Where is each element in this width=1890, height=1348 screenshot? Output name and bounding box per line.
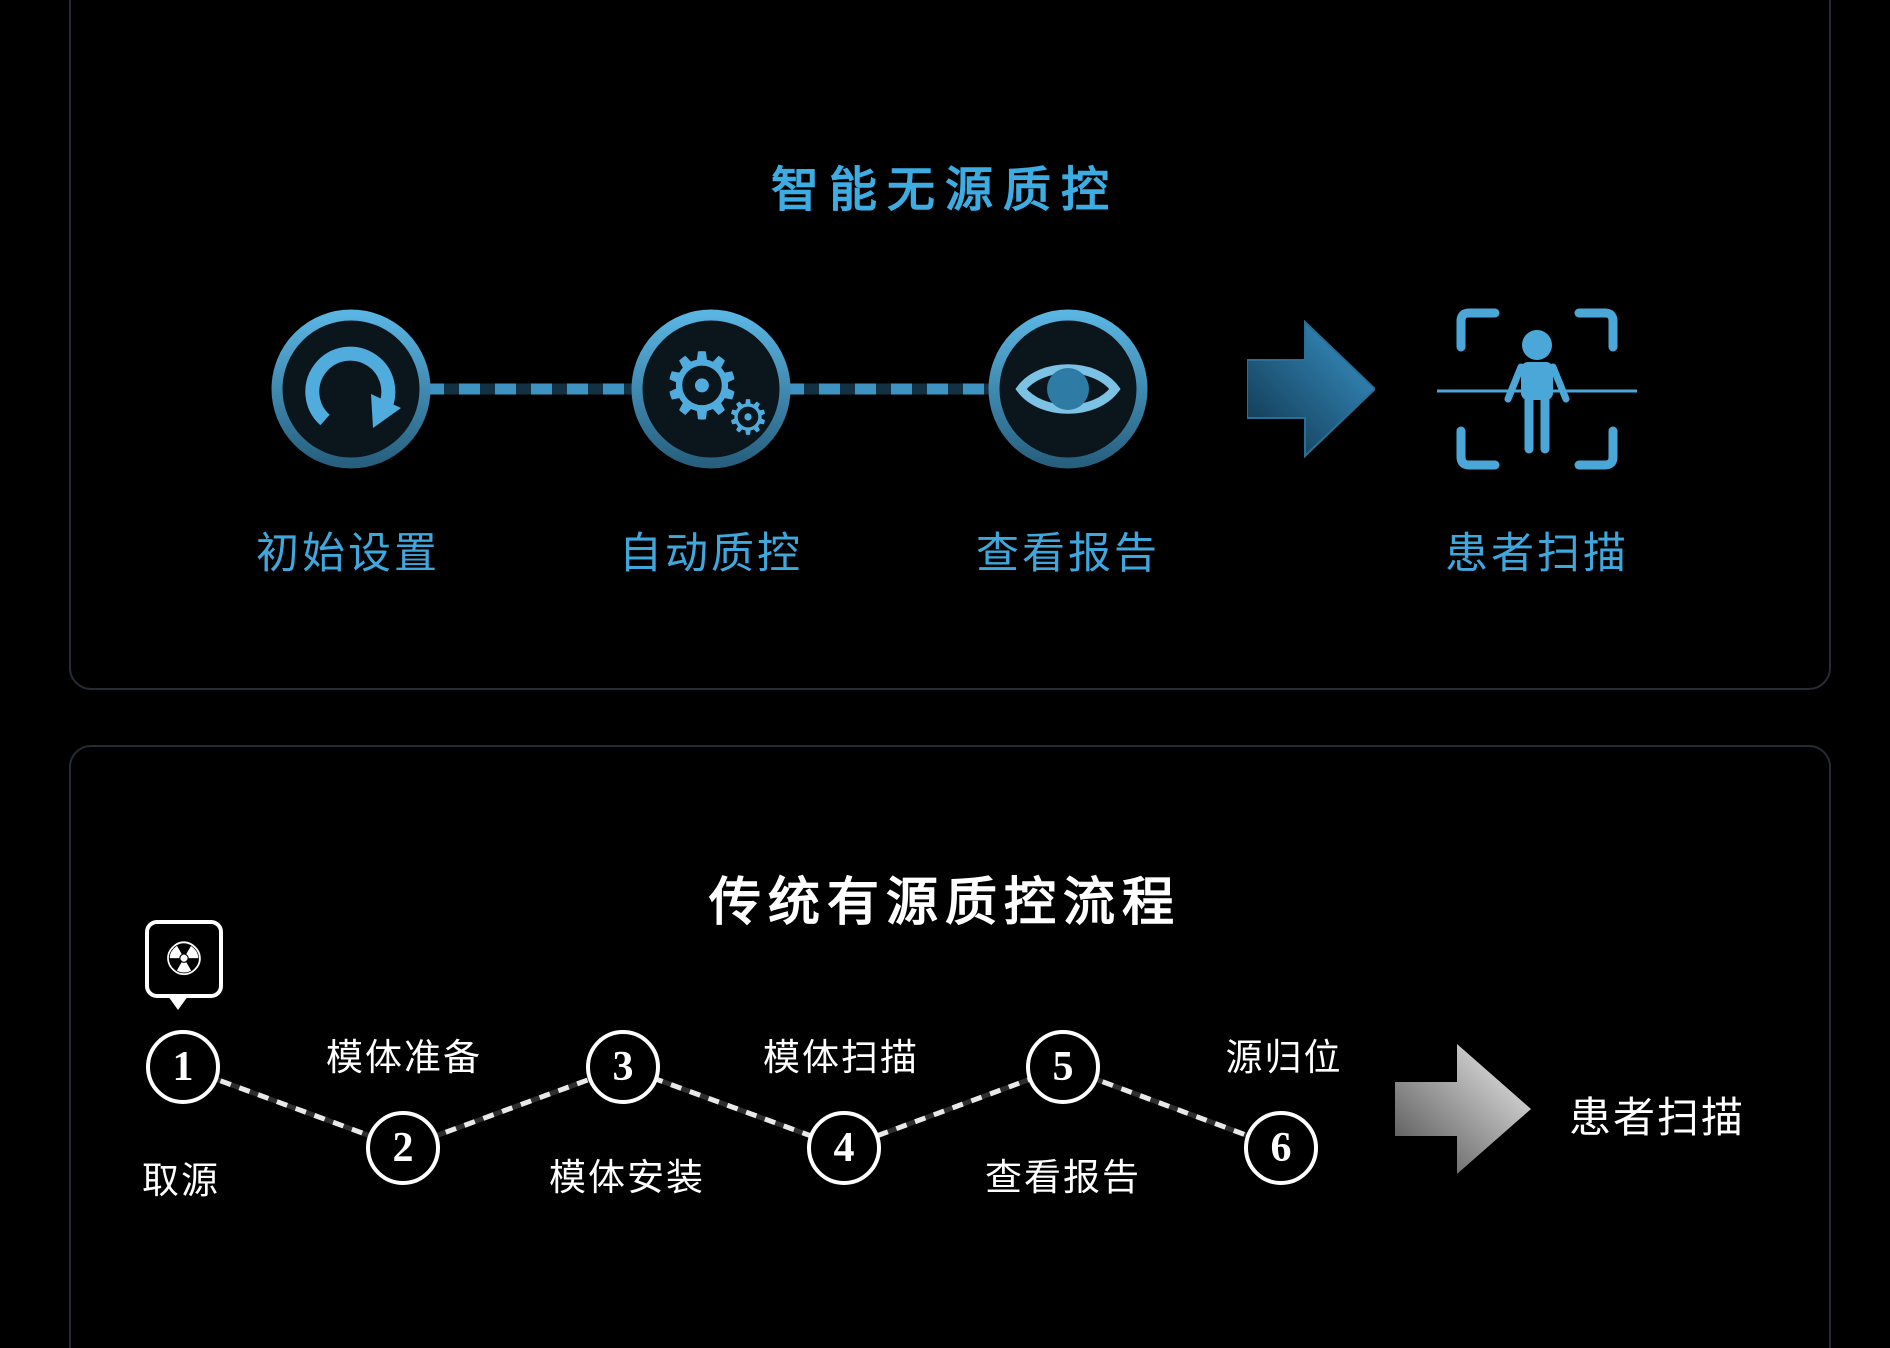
step-circle-6: 6 bbox=[1244, 1111, 1318, 1185]
patient-scan-icon bbox=[1437, 308, 1637, 470]
refresh-icon bbox=[271, 309, 431, 469]
gray-arrow-right-icon bbox=[1395, 1044, 1531, 1174]
trad-step-label-6: 源归位 bbox=[1225, 1037, 1343, 1078]
step-circle-4: 4 bbox=[807, 1111, 881, 1185]
step-circle-2: 2 bbox=[366, 1111, 440, 1185]
step-circle-5: 5 bbox=[1026, 1030, 1100, 1104]
trad-step-label-5: 查看报告 bbox=[985, 1157, 1141, 1198]
radiation-glyph: ☢ bbox=[163, 932, 205, 986]
step-number-2: 2 bbox=[392, 1125, 414, 1171]
trad-step-label-2: 模体准备 bbox=[326, 1037, 482, 1078]
step-number-4: 4 bbox=[833, 1125, 855, 1171]
traditional-steps-connector bbox=[182, 1064, 1282, 1151]
eye-icon bbox=[988, 309, 1148, 469]
step-circle-3: 3 bbox=[586, 1030, 660, 1104]
trad-step-label-4: 模体扫描 bbox=[763, 1037, 919, 1078]
step-number-3: 3 bbox=[612, 1044, 634, 1090]
smart-outcome-label: 患者扫描 bbox=[1445, 530, 1629, 578]
radiation-badge-tail bbox=[168, 996, 188, 1010]
traditional-qc-panel bbox=[69, 745, 1831, 1348]
smart-step-label-2: 自动质控 bbox=[619, 530, 803, 578]
gears-icon: ⚙ ⚙ bbox=[631, 309, 791, 469]
smart-step-label-3: 查看报告 bbox=[976, 530, 1160, 578]
step-number-5: 5 bbox=[1052, 1044, 1074, 1090]
blue-arrow-right-icon bbox=[1247, 319, 1375, 459]
trad-outcome-label: 患者扫描 bbox=[1568, 1094, 1745, 1141]
traditional-qc-title: 传统有源质控流程 bbox=[708, 874, 1181, 932]
step-number-1: 1 bbox=[172, 1044, 194, 1090]
gear-large-glyph: ⚙ bbox=[661, 333, 743, 440]
trad-step-label-3: 模体安装 bbox=[549, 1157, 705, 1198]
gear-small-glyph: ⚙ bbox=[726, 390, 769, 446]
trad-step-label-1: 取源 bbox=[142, 1160, 220, 1201]
smart-qc-title: 智能无源质控 bbox=[770, 164, 1119, 217]
step-number-6: 6 bbox=[1270, 1125, 1292, 1171]
step-circle-1: 1 bbox=[146, 1030, 220, 1104]
radiation-icon: ☢ bbox=[145, 920, 223, 998]
smart-step-label-1: 初始设置 bbox=[256, 530, 440, 578]
